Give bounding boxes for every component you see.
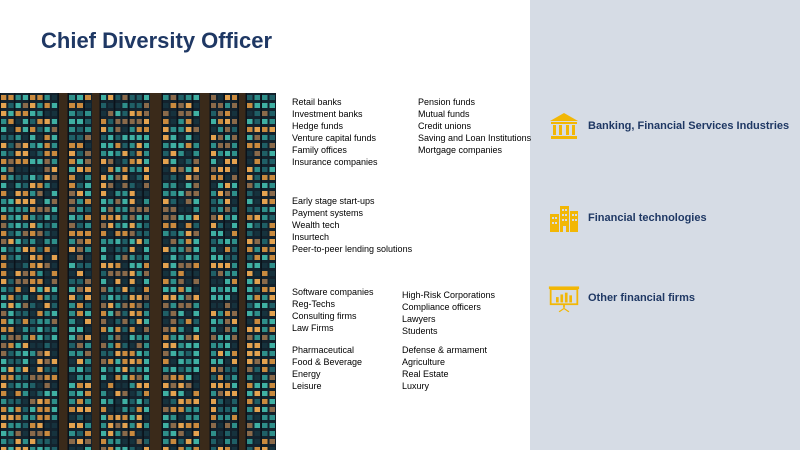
fintech-list: Early stage start-ups Payment systems We… (292, 195, 412, 255)
list-item: Real Estate (402, 369, 449, 379)
bank-icon (550, 113, 578, 139)
list-item: Reg-Techs (292, 299, 336, 309)
category-label: Financial technologies (588, 212, 707, 224)
list-item: Leisure (292, 381, 322, 391)
buildings-icon (550, 206, 578, 232)
list-item: Compliance officers (402, 302, 481, 312)
other-list-left-top: Software companies Reg-Techs Consulting … (292, 286, 374, 334)
skyscraper-photo (0, 93, 276, 450)
list-item: Software companies (292, 287, 374, 297)
list-item: Lawyers (402, 314, 436, 324)
list-item: Family offices (292, 145, 347, 155)
list-item: Mortgage companies (418, 145, 503, 155)
category-other: Other financial firms (548, 282, 695, 314)
slide-title: Chief Diversity Officer (41, 28, 273, 53)
list-item: Pension funds (418, 97, 476, 107)
banking-list-left: Retail banks Investment banks Hedge fund… (292, 96, 378, 168)
list-item: Wealth tech (292, 220, 340, 230)
list-item: Pharmaceutical (292, 345, 355, 355)
list-item: Food & Beverage (292, 357, 363, 367)
other-list-right-top: High-Risk Corporations Compliance office… (402, 289, 495, 337)
list-item: Saving and Loan Institutions (418, 133, 532, 143)
list-item: Agriculture (402, 357, 446, 367)
list-item: Mutual funds (418, 109, 470, 119)
list-item: Credit unions (418, 121, 472, 131)
list-item: Venture capital funds (292, 133, 377, 143)
category-fintech: Financial technologies (548, 202, 707, 234)
other-list-right-bottom: Defense & armament Agriculture Real Esta… (402, 344, 487, 392)
list-item: Students (402, 326, 438, 336)
banking-list-right: Pension funds Mutual funds Credit unions… (418, 96, 531, 156)
list-item: Peer-to-peer lending solutions (292, 244, 413, 254)
other-list-left-bottom: Pharmaceutical Food & Beverage Energy Le… (292, 344, 362, 392)
list-item: Retail banks (292, 97, 342, 107)
list-item: Energy (292, 369, 321, 379)
list-item: Insurance companies (292, 157, 378, 167)
category-label: Banking, Financial Services Industries (588, 120, 790, 132)
presentation-chart-icon (548, 286, 580, 313)
category-banking: Banking, Financial Services Industries (548, 110, 789, 142)
list-item: Insurtech (292, 232, 330, 242)
list-item: Defense & armament (402, 345, 488, 355)
category-label: Other financial firms (588, 292, 695, 304)
list-item: High-Risk Corporations (402, 290, 496, 300)
list-item: Law Firms (292, 323, 334, 333)
list-item: Hedge funds (292, 121, 344, 131)
list-item: Consulting firms (292, 311, 357, 321)
list-item: Early stage start-ups (292, 196, 375, 206)
list-item: Luxury (402, 381, 430, 391)
list-item: Investment banks (292, 109, 363, 119)
list-item: Payment systems (292, 208, 364, 218)
